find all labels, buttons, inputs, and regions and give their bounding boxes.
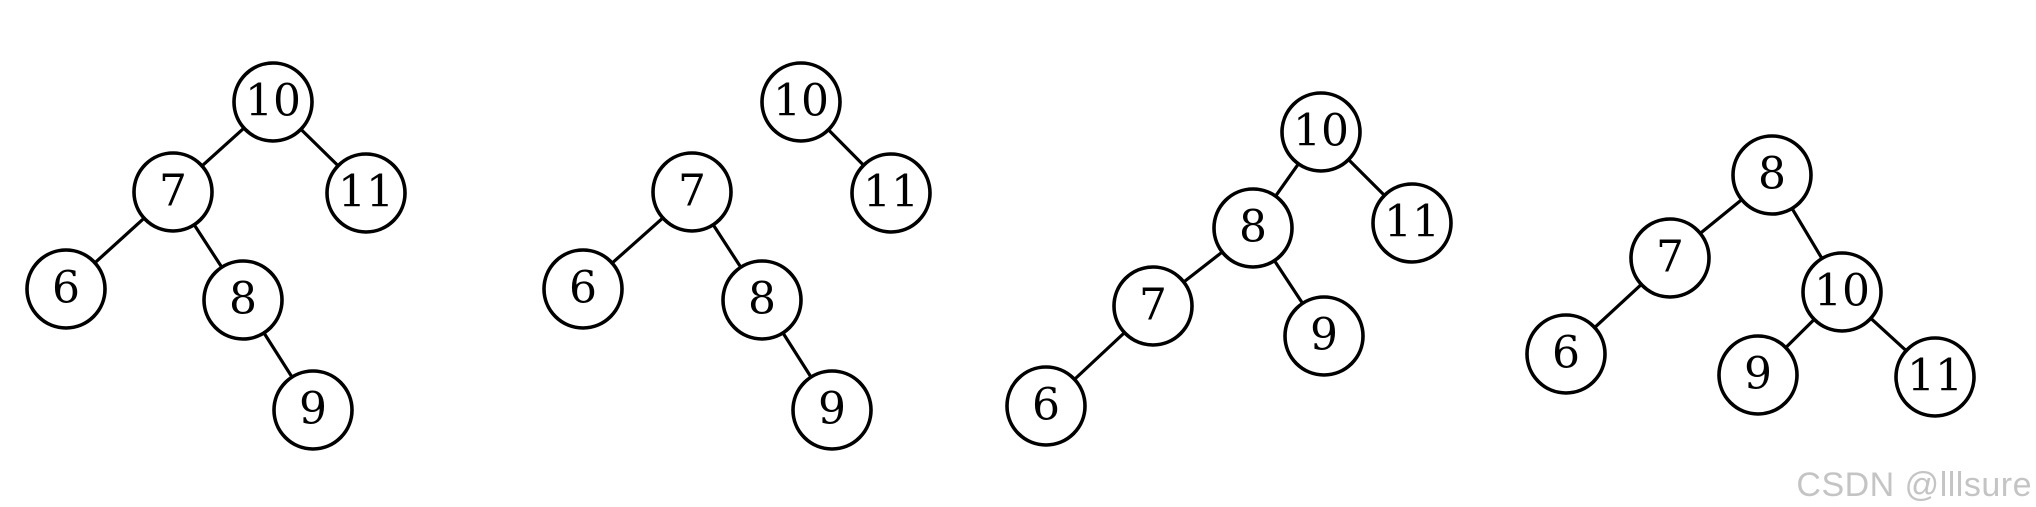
node-label: 10: [773, 76, 829, 127]
node-label: 7: [159, 166, 187, 217]
tree-2-edge: [781, 331, 813, 379]
tree-1-edge: [299, 127, 340, 168]
node-circle: [232, 61, 314, 143]
tree-4-edge: [1698, 198, 1744, 235]
node-label: 6: [569, 263, 597, 314]
tree-3-edge: [1072, 331, 1127, 381]
tree-2-node-6: 6: [542, 248, 624, 330]
node-circle: [1280, 91, 1362, 173]
node-circle: [325, 152, 407, 234]
node-label: 10: [245, 76, 301, 127]
tree-4-node-11: 11: [1894, 336, 1976, 418]
tree-1-edge: [262, 331, 294, 379]
tree-4-edge: [1869, 316, 1908, 353]
tree-1-node-6: 6: [25, 248, 107, 330]
node-circle: [1629, 217, 1711, 299]
nodes-layer: 10 7 11 6 8 9 10 11 7 6 8 9 10 8 11 7 9 6 8 7 10 6 9 11: [25, 61, 1976, 451]
node-label: 6: [52, 263, 80, 314]
tree-3-node-6: 6: [1005, 365, 1087, 447]
node-circle: [272, 369, 354, 451]
tree-2-node-10: 10: [760, 61, 842, 143]
node-label: 8: [1239, 202, 1267, 253]
node-circle: [202, 259, 284, 341]
node-circle: [132, 151, 214, 233]
node-circle: [1801, 251, 1883, 333]
edges-layer: [93, 126, 1908, 381]
tree-2-node-7: 7: [651, 151, 733, 233]
node-circle: [1525, 313, 1607, 395]
tree-1-edge: [192, 223, 224, 269]
node-circle: [25, 248, 107, 330]
tree-1-node-11: 11: [325, 152, 407, 234]
tree-1-node-8: 8: [202, 259, 284, 341]
node-label: 7: [1656, 232, 1684, 283]
tree-1-node-7: 7: [132, 151, 214, 233]
node-label: 11: [863, 167, 919, 218]
tree-2-node-8: 8: [721, 259, 803, 341]
tree-3-node-10: 10: [1280, 91, 1362, 173]
node-circle: [1112, 265, 1194, 347]
node-circle: [1005, 365, 1087, 447]
tree-4-node-6: 6: [1525, 313, 1607, 395]
tree-3-node-11: 11: [1371, 182, 1453, 264]
tree-3-node-9: 9: [1283, 295, 1365, 377]
node-label: 10: [1293, 106, 1349, 157]
node-label: 9: [1310, 310, 1338, 361]
node-circle: [1283, 295, 1365, 377]
tree-1-node-9: 9: [272, 369, 354, 451]
node-label: 8: [748, 274, 776, 325]
tree-4-edge: [1790, 206, 1824, 261]
tree-3-edge: [1346, 157, 1387, 198]
node-label: 10: [1814, 266, 1870, 317]
watermark: CSDN @lllsure: [1796, 466, 2032, 504]
node-label: 6: [1032, 380, 1060, 431]
tree-2-node-9: 9: [791, 369, 873, 451]
node-label: 8: [1758, 149, 1786, 200]
tree-3-node-7: 7: [1112, 265, 1194, 347]
node-label: 9: [1744, 349, 1772, 400]
tree-4-node-10: 10: [1801, 251, 1883, 333]
node-label: 11: [1384, 197, 1440, 248]
tree-4-node-9: 9: [1717, 334, 1799, 416]
tree-4-edge: [1784, 317, 1816, 350]
tree-3-node-8: 8: [1212, 187, 1294, 269]
node-circle: [721, 259, 803, 341]
node-circle: [760, 61, 842, 143]
tree-2-node-11: 11: [850, 152, 932, 234]
node-label: 11: [1907, 351, 1963, 402]
node-label: 8: [229, 274, 257, 325]
node-circle: [1371, 182, 1453, 264]
node-circle: [651, 151, 733, 233]
tree-1-edge: [200, 126, 246, 168]
tree-2-edge: [610, 216, 665, 265]
node-circle: [1894, 336, 1976, 418]
node-circle: [1731, 134, 1813, 216]
node-label: 9: [818, 384, 846, 435]
node-circle: [1717, 334, 1799, 416]
tree-3-edge: [1272, 258, 1305, 306]
tree-1-edge: [93, 216, 146, 265]
node-circle: [1212, 187, 1294, 269]
node-label: 7: [678, 166, 706, 217]
node-label: 7: [1139, 280, 1167, 331]
tree-2-edge: [826, 128, 866, 167]
tree-3-edge: [1182, 250, 1224, 284]
tree-4-node-7: 7: [1629, 217, 1711, 299]
tree-1-node-10: 10: [232, 61, 314, 143]
node-label: 6: [1552, 328, 1580, 379]
node-circle: [542, 248, 624, 330]
node-label: 11: [338, 167, 394, 218]
tree-4-node-8: 8: [1731, 134, 1813, 216]
node-circle: [850, 152, 932, 234]
node-label: 9: [299, 384, 327, 435]
tree-2-edge: [711, 223, 743, 269]
node-circle: [791, 369, 873, 451]
tree-3-edge: [1273, 162, 1301, 198]
tree-4-edge: [1593, 282, 1643, 330]
